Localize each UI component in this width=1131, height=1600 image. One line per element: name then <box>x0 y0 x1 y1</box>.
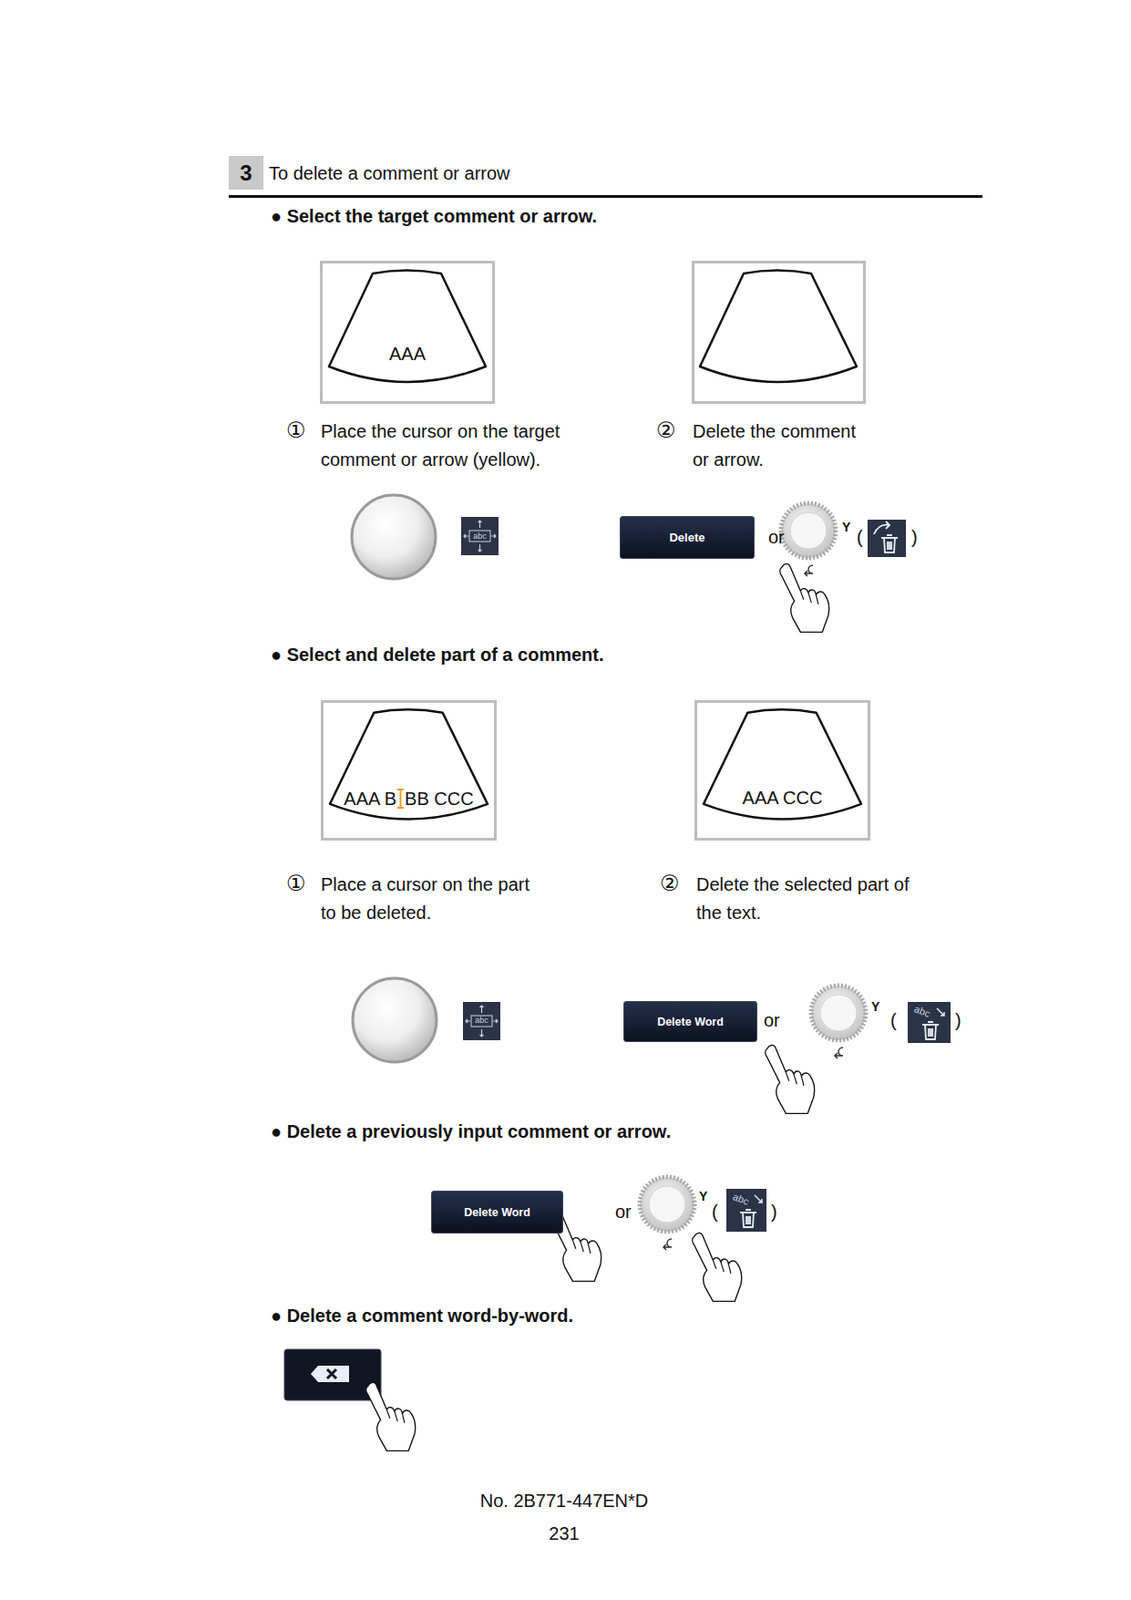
icon-text: abc <box>472 532 487 541</box>
bullet-heading: ● Select and delete part of a comment. <box>270 643 605 666</box>
bullet-heading: ● Delete a previously input comment or a… <box>270 1120 671 1142</box>
label: 231 <box>548 1521 579 1544</box>
label: or <box>615 1200 632 1223</box>
step-number: 3 <box>239 160 252 186</box>
comment: AAA <box>389 343 426 365</box>
ultrasound-sector <box>319 260 495 404</box>
label: ② <box>656 417 677 444</box>
comment: BB CCC <box>404 788 474 810</box>
bullet-heading: ● Delete a comment word-by-word. <box>270 1304 574 1327</box>
bullet-heading: ● Select the target comment or arrow. <box>270 205 597 227</box>
label: or <box>768 525 785 548</box>
label: ( <box>856 525 864 548</box>
comment-text: AAA CCC <box>694 787 871 809</box>
button-label: Delete Word <box>657 1015 724 1029</box>
icon-text: abc <box>474 1016 489 1025</box>
touch-button: Delete Word <box>431 1190 564 1234</box>
touch-button: Delete <box>619 515 755 559</box>
label: ( <box>711 1200 719 1223</box>
label: ) <box>955 1008 962 1031</box>
label: Place a cursor on the part to be deleted… <box>320 870 549 927</box>
comment: AAA CCC <box>742 787 823 809</box>
image-sector: AAA B BB CCC <box>320 699 497 841</box>
label: Delete the comment or arrow. <box>692 417 877 474</box>
button-label: Delete Word <box>463 1205 531 1219</box>
ultrasound-sector <box>320 699 497 841</box>
bullet-heading: Y <box>699 1188 708 1204</box>
label: ① <box>286 870 307 897</box>
bullet-heading: Y <box>871 998 880 1015</box>
step-number-box: 3 <box>228 155 264 190</box>
text-cursor <box>396 787 405 810</box>
bullet-heading: Y <box>842 519 851 535</box>
touch-button: Delete Word <box>623 1000 758 1042</box>
label: ( <box>890 1008 897 1031</box>
label: ① <box>286 417 307 444</box>
comment: AAA B <box>343 788 397 810</box>
button-label: Delete <box>668 530 705 545</box>
label: To delete a comment or arrow <box>268 162 511 185</box>
label: ② <box>659 870 680 897</box>
label: or <box>763 1008 781 1031</box>
label: ) <box>771 1200 778 1223</box>
ultrasound-sector <box>694 699 871 841</box>
label: Place the cursor on the target comment o… <box>320 417 586 474</box>
label: ) <box>911 525 918 548</box>
label: No. 2B771-447EN*D <box>480 1489 649 1512</box>
image-sector: AAA CCC <box>694 699 871 841</box>
image-sector: AAA <box>319 260 495 404</box>
comment-text: AAA B BB CCC <box>320 787 497 810</box>
comment-text: AAA <box>319 343 495 365</box>
label: Delete the selected part of the text. <box>696 870 925 927</box>
